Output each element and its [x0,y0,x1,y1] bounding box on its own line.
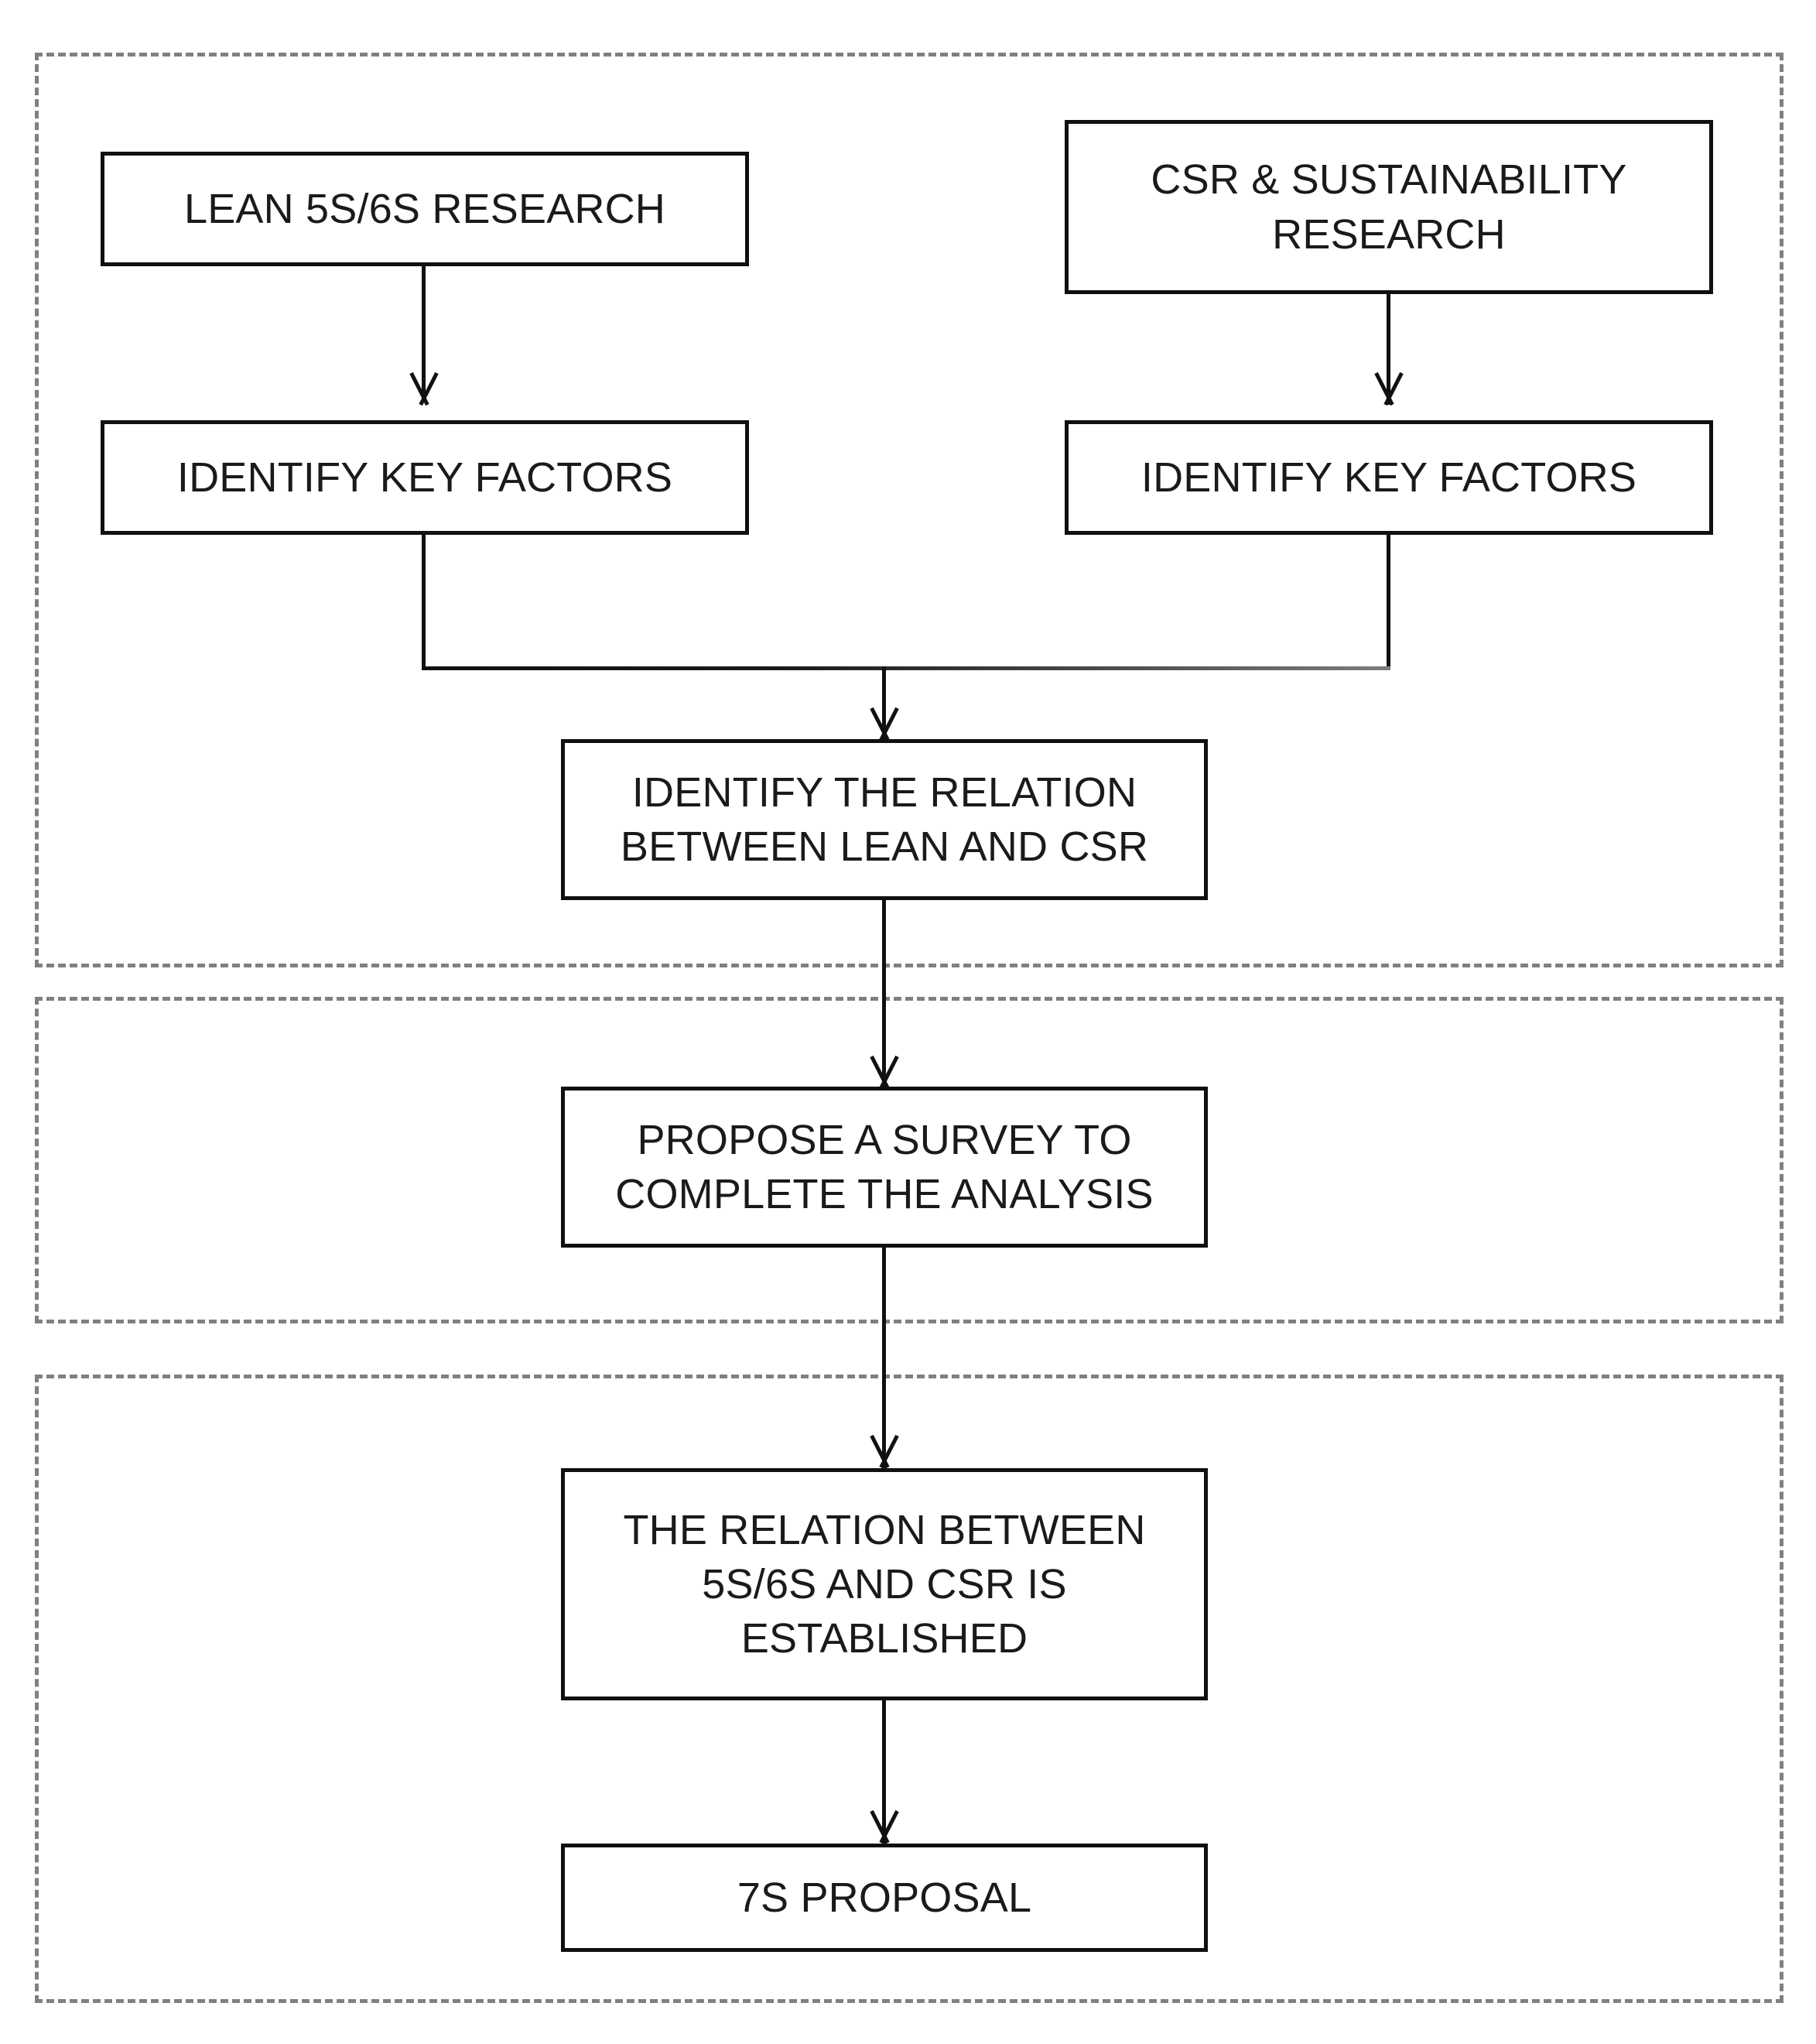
node-identify-key-factors-right-label: IDENTIFY KEY FACTORS [1141,454,1637,501]
connector-csr-to-identify-right [1387,293,1390,405]
node-csr-research-label-line1: CSR & SUSTAINABILITY [1151,156,1627,204]
connector-merge-bar [422,666,1390,670]
node-csr-research-label-line2: RESEARCH [1272,211,1506,258]
node-relation-established-label-line3: ESTABLISHED [740,1615,1028,1662]
node-lean-research-label: LEAN 5S/6S RESEARCH [183,185,666,232]
node-propose-survey-label-line1: PROPOSE A SURVEY TO [637,1116,1132,1163]
node-relation-established[interactable]: THE RELATION BETWEEN 5S/6S AND CSR IS ES… [561,1468,1208,1700]
node-identify-relation-label-line1: IDENTIFY THE RELATION [631,769,1137,816]
node-lean-research[interactable]: LEAN 5S/6S RESEARCH [101,152,749,266]
node-relation-established-label-line1: THE RELATION BETWEEN [623,1506,1146,1553]
arrowhead-propose-to-established [867,1436,901,1467]
node-identify-relation[interactable]: IDENTIFY THE RELATION BETWEEN LEAN AND C… [561,739,1208,900]
connector-identify-left-down [422,534,426,670]
node-identify-key-factors-left-label: IDENTIFY KEY FACTORS [176,454,673,501]
node-seven-s-proposal-label: 7S PROPOSAL [737,1874,1032,1921]
node-identify-relation-label-line2: BETWEEN LEAN AND CSR [620,823,1149,870]
phase-group-1 [35,53,1784,967]
arrowhead-merge-to-identify-relation [867,708,901,739]
connector-identify-right-down [1387,534,1390,670]
node-csr-research[interactable]: CSR & SUSTAINABILITY RESEARCH [1065,120,1713,294]
arrowhead-csr-to-identify-right [1372,373,1406,404]
arrowhead-identify-relation-to-propose [867,1056,901,1087]
connector-propose-to-established [882,1248,886,1472]
arrowhead-established-to-proposal [867,1811,901,1842]
phase-group-3 [35,1375,1784,2003]
node-identify-key-factors-left[interactable]: IDENTIFY KEY FACTORS [101,420,749,535]
node-relation-established-label-line2: 5S/6S AND CSR IS [702,1560,1067,1607]
phase-group-2 [35,997,1784,1323]
node-propose-survey-label-line2: COMPLETE THE ANALYSIS [615,1171,1154,1217]
arrowhead-lean-to-identify-left [407,373,441,404]
connector-established-to-proposal [882,1700,886,1844]
connector-lean-to-identify-left [422,263,426,402]
connector-merge-to-identify-relation [882,666,886,741]
node-seven-s-proposal[interactable]: 7S PROPOSAL [561,1844,1208,1952]
node-propose-survey[interactable]: PROPOSE A SURVEY TO COMPLETE THE ANALYSI… [561,1087,1208,1248]
node-identify-key-factors-right[interactable]: IDENTIFY KEY FACTORS [1065,420,1713,535]
connector-identify-relation-to-propose [882,899,886,1089]
